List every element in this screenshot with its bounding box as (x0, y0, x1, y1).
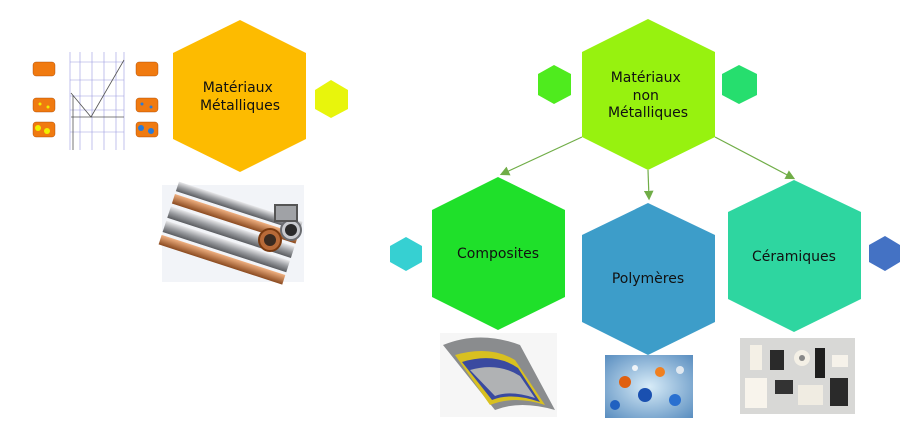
ceramiques-label: Céramiques (752, 249, 836, 265)
accent-hex-blue (869, 236, 900, 271)
accent-hex-cyan (390, 237, 422, 271)
hex-materiaux-non-metalliques (582, 19, 715, 170)
arrow-to-ceramiques (714, 136, 796, 180)
ceramic-parts-image (740, 338, 855, 414)
composites-label: Composites (457, 246, 539, 262)
hex-composites (432, 177, 565, 330)
accent-hex-yellow (315, 80, 348, 118)
accent-hex-green-left (538, 65, 571, 104)
non-metallic-label: Matériaux non Métalliques (608, 70, 688, 121)
arrow-to-composites (499, 136, 583, 176)
phase-diagram-image (30, 40, 160, 150)
accent-hex-green-right (722, 65, 757, 104)
polymer-molecules-image (605, 355, 693, 418)
hex-materiaux-metalliques (173, 20, 306, 172)
composite-layers-image (440, 333, 557, 417)
metallic-label: Matériaux Métalliques (200, 80, 280, 114)
hex-ceramiques (728, 180, 861, 332)
metal-pipes-image (158, 181, 304, 285)
polymeres-label: Polymères (612, 271, 684, 287)
arrow-to-polymeres (643, 169, 654, 201)
hex-polymeres (582, 203, 715, 355)
